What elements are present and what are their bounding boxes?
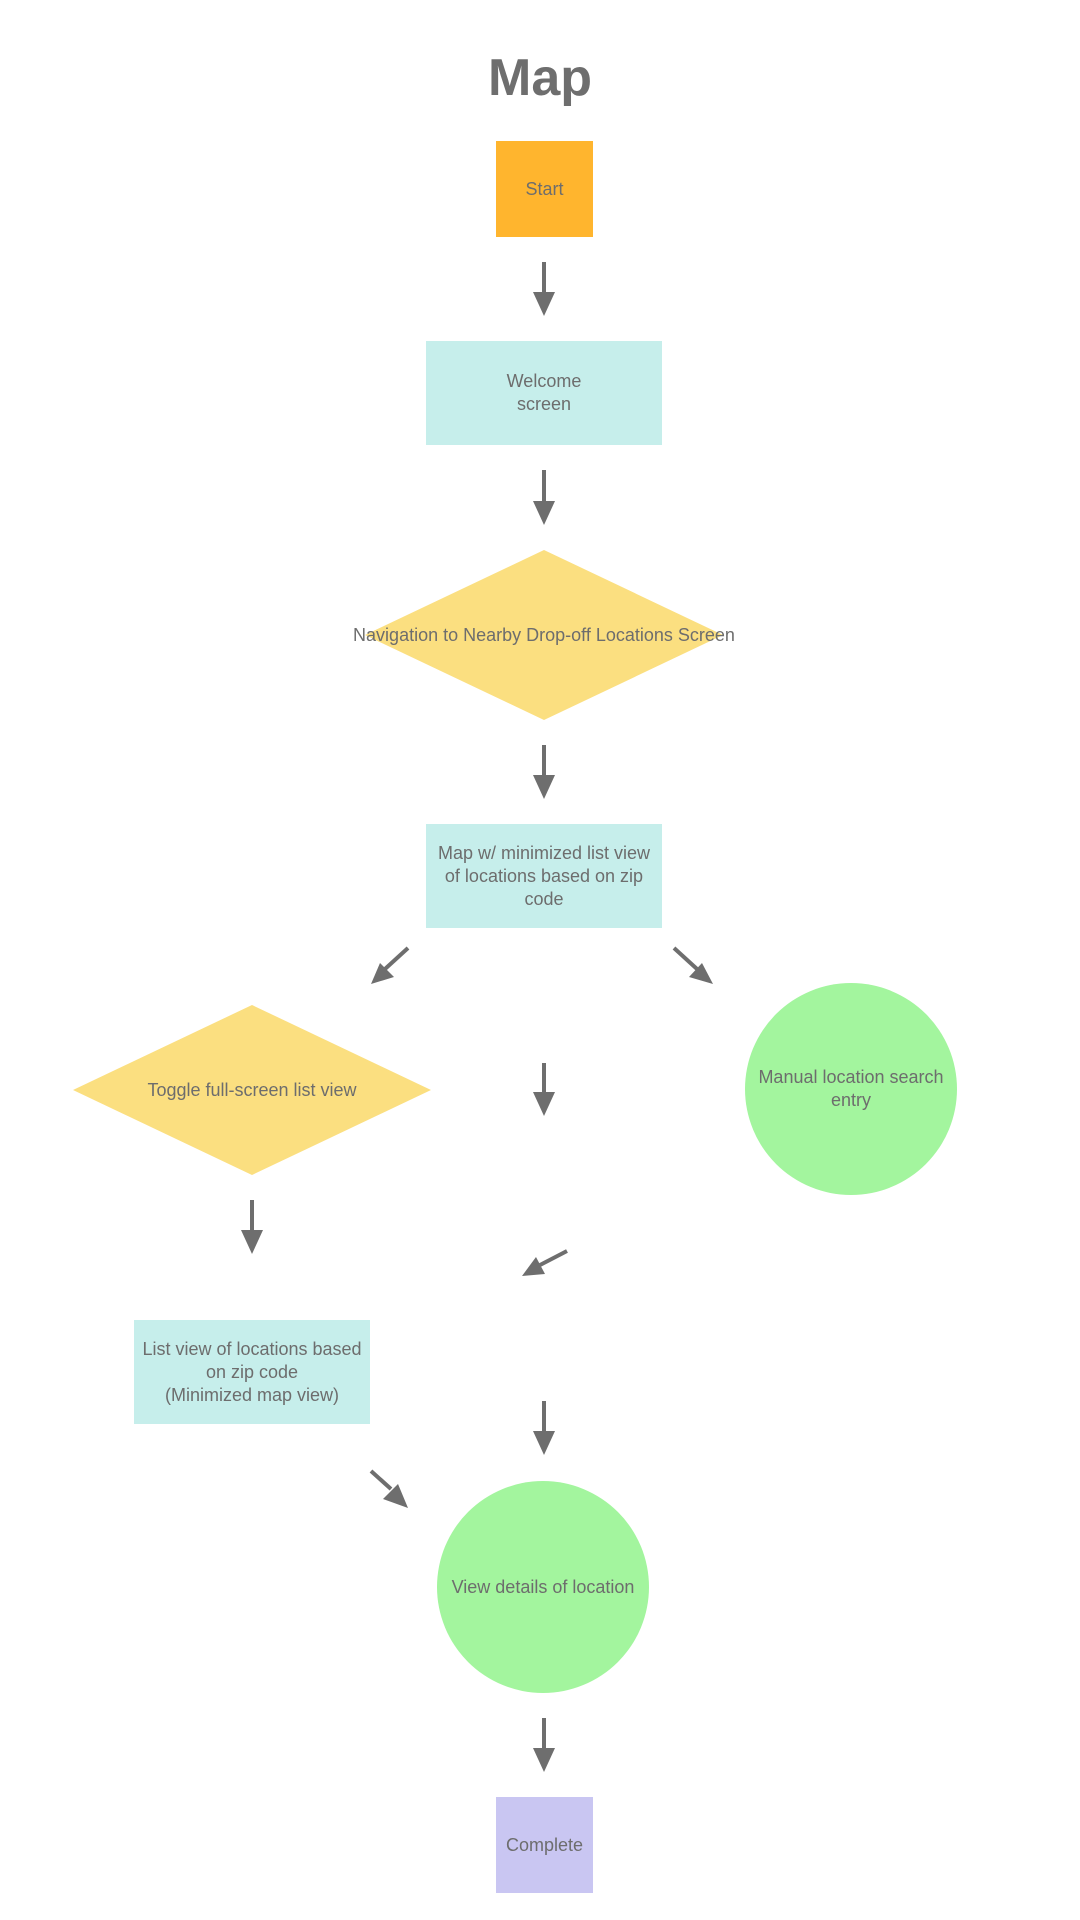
node-list-view-label: List view of locations based on zip code…	[142, 1338, 362, 1405]
navigation-diamond-shape	[365, 550, 723, 720]
node-start-label: Start	[525, 178, 564, 199]
arrow-manual-search-to-center	[539, 1249, 568, 1267]
node-complete-label: Complete	[505, 1834, 584, 1855]
node-list-view: List view of locations based on zip code…	[134, 1320, 370, 1424]
node-welcome-screen-label: Welcome screen	[506, 371, 582, 414]
arrowhead-welcome-to-navigation	[533, 501, 555, 525]
node-toggle-label: Toggle full-screen list view	[147, 1079, 357, 1100]
node-toggle-decision	[73, 1005, 431, 1175]
node-navigation-decision	[365, 550, 723, 720]
arrowhead-map-list-down	[533, 1092, 555, 1116]
node-view-details-label: View details of location	[451, 1576, 635, 1597]
arrowhead-map-list-to-toggle	[371, 963, 394, 984]
node-welcome-screen: Welcome screen	[426, 341, 662, 445]
arrowhead-toggle-to-list-view	[241, 1230, 263, 1254]
diagram-title: Map	[488, 49, 592, 107]
node-manual-location-search-label: Manual location search entry	[758, 1067, 944, 1110]
arrowhead-manual-search-to-center	[522, 1257, 545, 1276]
arrowhead-list-view-to-view-details	[383, 1484, 408, 1508]
arrow-map-list-to-manual-search	[672, 946, 699, 971]
arrowhead-center-to-view-details	[533, 1431, 555, 1455]
arrow-map-list-to-toggle	[383, 946, 410, 971]
arrowhead-navigation-to-map-list	[533, 775, 555, 799]
toggle-diamond-shape	[73, 1005, 431, 1175]
arrowhead-view-details-to-complete	[533, 1748, 555, 1772]
node-complete: Complete	[496, 1797, 593, 1893]
arrowhead-start-to-welcome	[533, 292, 555, 316]
arrow-list-view-to-view-details	[369, 1469, 393, 1491]
node-map-minimized-list-label: Map w/ minimized list view of locations …	[437, 842, 651, 909]
node-start: Start	[496, 141, 593, 237]
node-map-minimized-list: Map w/ minimized list view of locations …	[426, 824, 662, 928]
node-manual-location-search: Manual location search entry	[745, 983, 957, 1195]
node-view-details: View details of location	[437, 1481, 649, 1693]
node-navigation-label: Navigation to Nearby Drop-off Locations …	[353, 624, 735, 645]
arrowhead-map-list-to-manual-search	[689, 963, 713, 984]
